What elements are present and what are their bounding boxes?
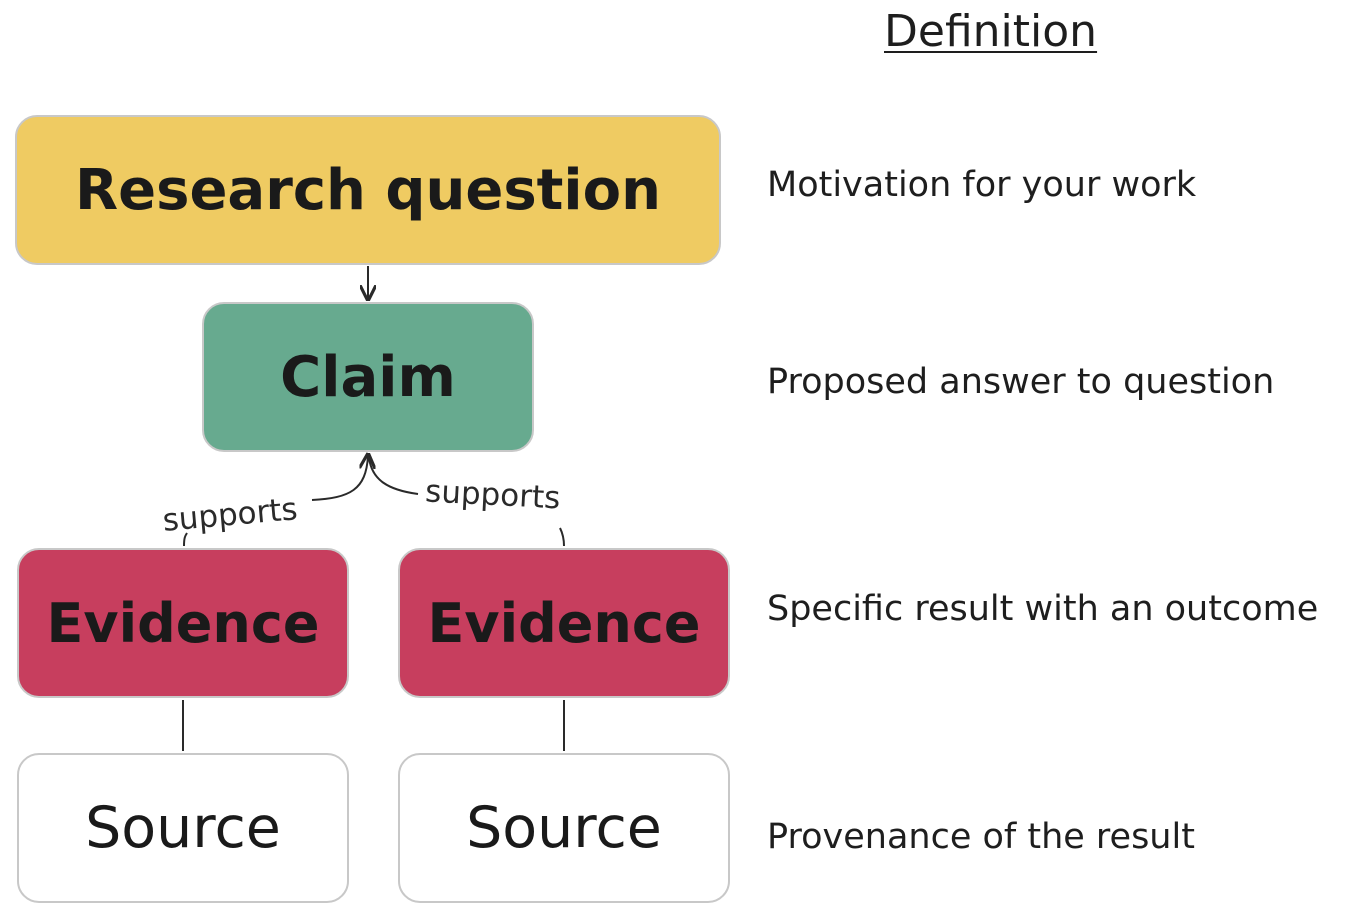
evidence-label-left: Evidence (46, 591, 320, 655)
arrow-right-evidence-to-claim (559, 527, 565, 547)
research-question-node: Research question (15, 115, 721, 265)
source-label-left: Source (85, 795, 281, 861)
definition-claim: Proposed answer to question (767, 362, 1275, 402)
claim-node: Claim (202, 302, 534, 452)
definition-evidence: Specific result with an outcome (767, 589, 1319, 629)
arrow-right-evidence-to-claim-upper (368, 457, 419, 495)
claim-label: Claim (280, 344, 456, 410)
evidence-node-left: Evidence (17, 548, 349, 698)
edge-label-left: supports (161, 491, 299, 539)
definition-research-question: Motivation for your work (767, 165, 1197, 205)
definition-heading: Definition (884, 6, 1098, 57)
source-node-right: Source (398, 753, 730, 903)
definition-source: Provenance of the result (767, 817, 1195, 857)
arrow-left-evidence-to-claim-upper (311, 456, 368, 501)
research-question-label: Research question (75, 157, 661, 223)
arrow-left-evidence-to-claim (183, 532, 188, 547)
evidence-node-right: Evidence (398, 548, 730, 698)
edge-label-right: supports (424, 473, 561, 516)
source-label-right: Source (466, 795, 662, 861)
evidence-label-right: Evidence (427, 591, 701, 655)
source-node-left: Source (17, 753, 349, 903)
